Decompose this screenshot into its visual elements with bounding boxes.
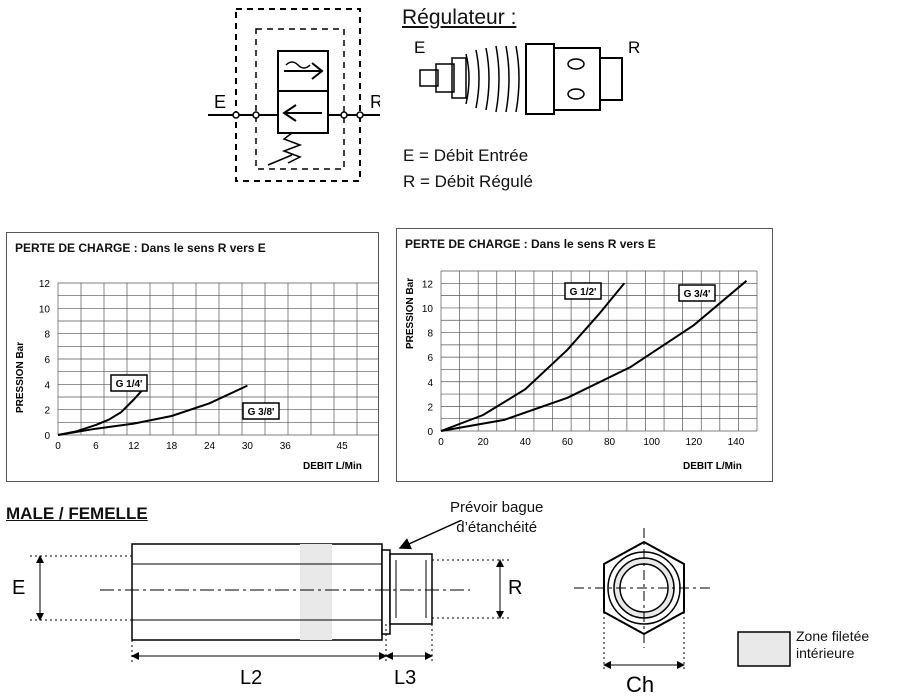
- chart-1-xlabel: DEBIT L/Min: [303, 461, 362, 472]
- seal-note: Prévoir bague d’étanchéité: [450, 498, 543, 538]
- symbol-label-r: R: [370, 92, 380, 112]
- y-tick-label: 4: [427, 378, 433, 389]
- hex-label-ch-bottom: Ch: [626, 672, 654, 697]
- chart-2-ylabel: PRESSION Bar: [405, 278, 416, 349]
- drawing-label-r: R: [628, 38, 640, 57]
- chart-panel-2: PERTE DE CHARGE : Dans le sens R vers E …: [396, 228, 773, 482]
- regulator-title: Régulateur :: [402, 6, 517, 29]
- zone-swatch: [737, 631, 791, 667]
- seal-note-line-2: d’étanchéité: [456, 519, 538, 536]
- zone-legend-line-1: Zone filetée: [796, 628, 870, 644]
- y-tick-label: 0: [427, 427, 433, 438]
- male-femelle-title: MALE / FEMELLE: [6, 504, 148, 523]
- series-label-box: [242, 402, 280, 420]
- y-tick-label: 8: [427, 329, 433, 340]
- dim-label-r: R: [508, 577, 522, 599]
- zone-legend: Zone filetée intérieure: [796, 628, 869, 662]
- zone-legend-line-2: intérieure: [796, 645, 855, 661]
- y-tick-label: 2: [44, 406, 50, 417]
- y-tick-label: 6: [427, 353, 433, 364]
- chart-2-xlabel: DEBIT L/Min: [683, 461, 742, 472]
- dim-label-l3: L3: [394, 667, 416, 689]
- x-tick-label: 120: [685, 437, 702, 448]
- series-line: [440, 280, 748, 432]
- seal-note-line-1: Prévoir bague: [450, 499, 544, 516]
- dim-label-e: E: [12, 577, 25, 599]
- series-label: G 1/4': [110, 374, 148, 392]
- y-tick-label: 0: [44, 431, 50, 442]
- x-tick-label: 45: [337, 441, 349, 452]
- y-tick-label: 12: [422, 279, 434, 290]
- regulator-drawing: E R: [414, 38, 640, 115]
- x-tick-label: 18: [166, 441, 178, 452]
- y-tick-label: 6: [44, 355, 50, 366]
- x-tick-label: 30: [242, 441, 254, 452]
- x-tick-label: 100: [643, 437, 660, 448]
- x-tick-label: 12: [128, 441, 140, 452]
- series-label-text: G 3/4': [684, 289, 711, 300]
- series-label-text: G 3/8': [248, 407, 275, 418]
- fitting-drawing: E R L2 L3 Ch Ch: [12, 520, 791, 697]
- series-label-box: [678, 284, 716, 302]
- chart-2-title: PERTE DE CHARGE : Dans le sens R vers E: [405, 237, 656, 251]
- chart-panel-1: PERTE DE CHARGE : Dans le sens R vers E …: [6, 232, 379, 482]
- x-tick-label: 60: [562, 437, 574, 448]
- x-tick-label: 6: [93, 441, 99, 452]
- chart-1-title: PERTE DE CHARGE : Dans le sens R vers E: [15, 241, 266, 255]
- series-label-text: G 1/4': [116, 379, 143, 390]
- y-tick-label: 2: [427, 402, 433, 413]
- y-tick-label: 8: [44, 330, 50, 341]
- x-tick-label: 24: [204, 441, 216, 452]
- legend-inlet: E = Débit Entrée: [403, 146, 529, 165]
- x-tick-label: 80: [604, 437, 616, 448]
- series-label-text: G 1/2': [570, 287, 597, 298]
- dim-label-l2: L2: [240, 667, 262, 689]
- y-tick-label: 10: [422, 304, 434, 315]
- series-line: [57, 384, 248, 436]
- drawing-label-e: E: [414, 38, 425, 57]
- x-tick-label: 36: [280, 441, 292, 452]
- x-tick-label: 0: [438, 437, 444, 448]
- series-label: G 1/2': [564, 282, 602, 300]
- x-tick-label: 20: [478, 437, 490, 448]
- legend-outlet: R = Débit Régulé: [403, 172, 533, 191]
- series-label: G 3/4': [678, 284, 716, 302]
- chart-1-ylabel: PRESSION Bar: [15, 342, 26, 413]
- chart-2-plot: 0 20 40 60 80 100 120 140 0 2 4 6 8 10 12 G 1/2' G 3/4'…: [405, 270, 758, 472]
- x-tick-label: 140: [728, 437, 745, 448]
- symbol-label-e: E: [214, 92, 226, 112]
- series-label-box: [564, 282, 602, 300]
- series-line: [440, 282, 626, 432]
- regulator-symbol: E R: [208, 8, 380, 182]
- series-label-box: [110, 374, 148, 392]
- series-label: G 3/8': [242, 402, 280, 420]
- x-tick-label: 0: [55, 441, 61, 452]
- y-tick-label: 4: [44, 380, 50, 391]
- x-tick-label: 40: [520, 437, 532, 448]
- y-tick-label: 12: [39, 279, 51, 290]
- y-tick-label: 10: [39, 304, 51, 315]
